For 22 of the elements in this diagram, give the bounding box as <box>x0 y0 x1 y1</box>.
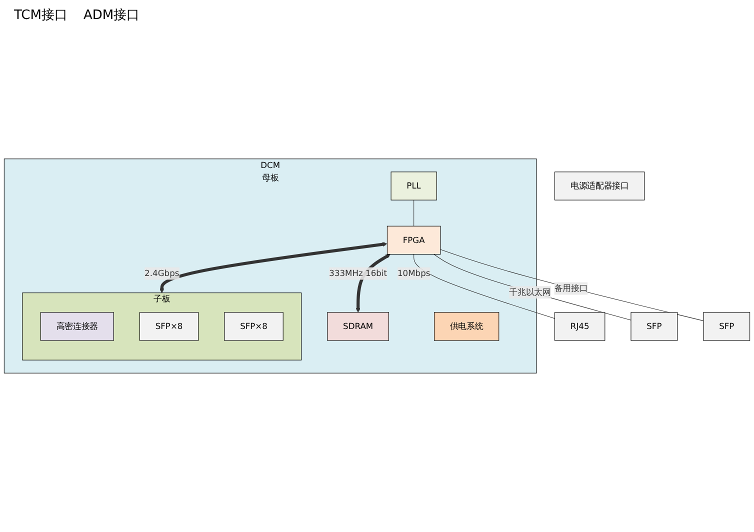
edge-label: 2.4Gbps <box>144 268 180 278</box>
node-box: FPGA <box>386 226 441 255</box>
connector <box>434 254 632 320</box>
node-box: SFP <box>630 312 678 341</box>
connector <box>440 249 704 322</box>
edge-label: 备用接口 <box>554 283 588 294</box>
node-box: 高密连接器 <box>40 312 114 341</box>
node-box: SFP×8 <box>224 312 284 341</box>
node-box: SFP <box>703 312 750 341</box>
connector <box>414 254 556 319</box>
note-text: TCM接口 <box>14 8 68 23</box>
edge-label: 10Mbps <box>397 268 430 278</box>
edge-label: 333MHz 16bit <box>329 268 388 278</box>
node-box: SDRAM <box>327 312 390 341</box>
node-box: SFP×8 <box>139 312 199 341</box>
node-box: PLL <box>390 172 437 200</box>
edge-label: 千兆以太网 <box>509 287 551 298</box>
arrow <box>160 242 388 294</box>
node-box: 供电系统 <box>434 312 500 341</box>
node-box: 电源适配器接口 <box>554 172 645 200</box>
node-box: RJ45 <box>554 312 606 341</box>
note-text: ADM接口 <box>83 8 140 23</box>
